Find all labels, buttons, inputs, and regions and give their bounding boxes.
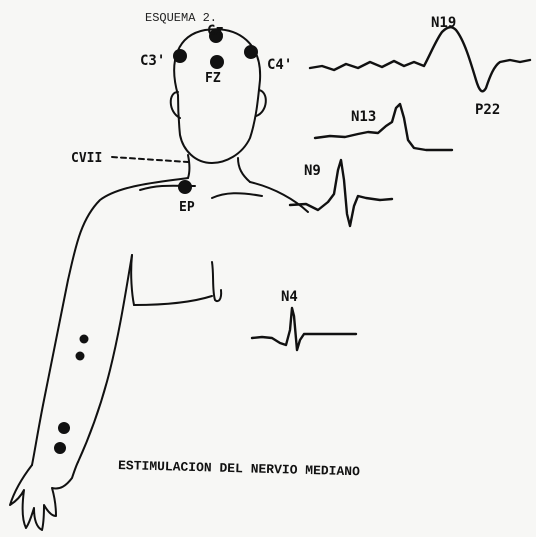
c3-electrode <box>173 49 187 63</box>
wrist-stim-electrode-upper <box>58 422 70 434</box>
n4-label: N4 <box>281 289 298 305</box>
c4-label: C4' <box>267 57 292 73</box>
c4-electrode <box>244 45 258 59</box>
arm-stim-electrode-lower <box>76 352 85 361</box>
n13-label: N13 <box>351 109 376 125</box>
chest-side <box>131 255 134 305</box>
chest-line-right <box>212 262 221 301</box>
neck-left <box>188 155 190 178</box>
cz-label: Cz <box>207 23 224 39</box>
n19-label: N19 <box>431 15 456 31</box>
fz-label: FZ <box>205 71 221 86</box>
fz-electrode <box>210 55 224 69</box>
ep-label: EP <box>179 200 195 215</box>
right-shoulder <box>250 182 308 212</box>
left-shoulder-arm-outer <box>32 178 188 465</box>
n9-label: N9 <box>304 163 321 179</box>
chest-line-left <box>134 296 212 305</box>
p22-label: P22 <box>475 102 500 118</box>
n19-p22-trace <box>310 27 530 91</box>
diagram-caption: ESTIMULACION DEL NERVIO MEDIANO <box>118 458 360 479</box>
neck-right <box>238 158 250 182</box>
n4-trace <box>252 308 356 350</box>
body-outline <box>10 29 308 530</box>
c3-label: C3' <box>140 53 165 69</box>
hand-outline <box>10 462 78 530</box>
right-clavicle <box>212 193 262 198</box>
cvii-pointer-line <box>112 157 188 162</box>
left-arm-inner <box>78 255 132 462</box>
n13-trace <box>315 104 452 150</box>
arm-stim-electrode-upper <box>80 335 89 344</box>
cvii-label: CVII <box>71 151 102 166</box>
wrist-stim-electrode-lower <box>54 442 66 454</box>
ep-electrode <box>178 180 192 194</box>
